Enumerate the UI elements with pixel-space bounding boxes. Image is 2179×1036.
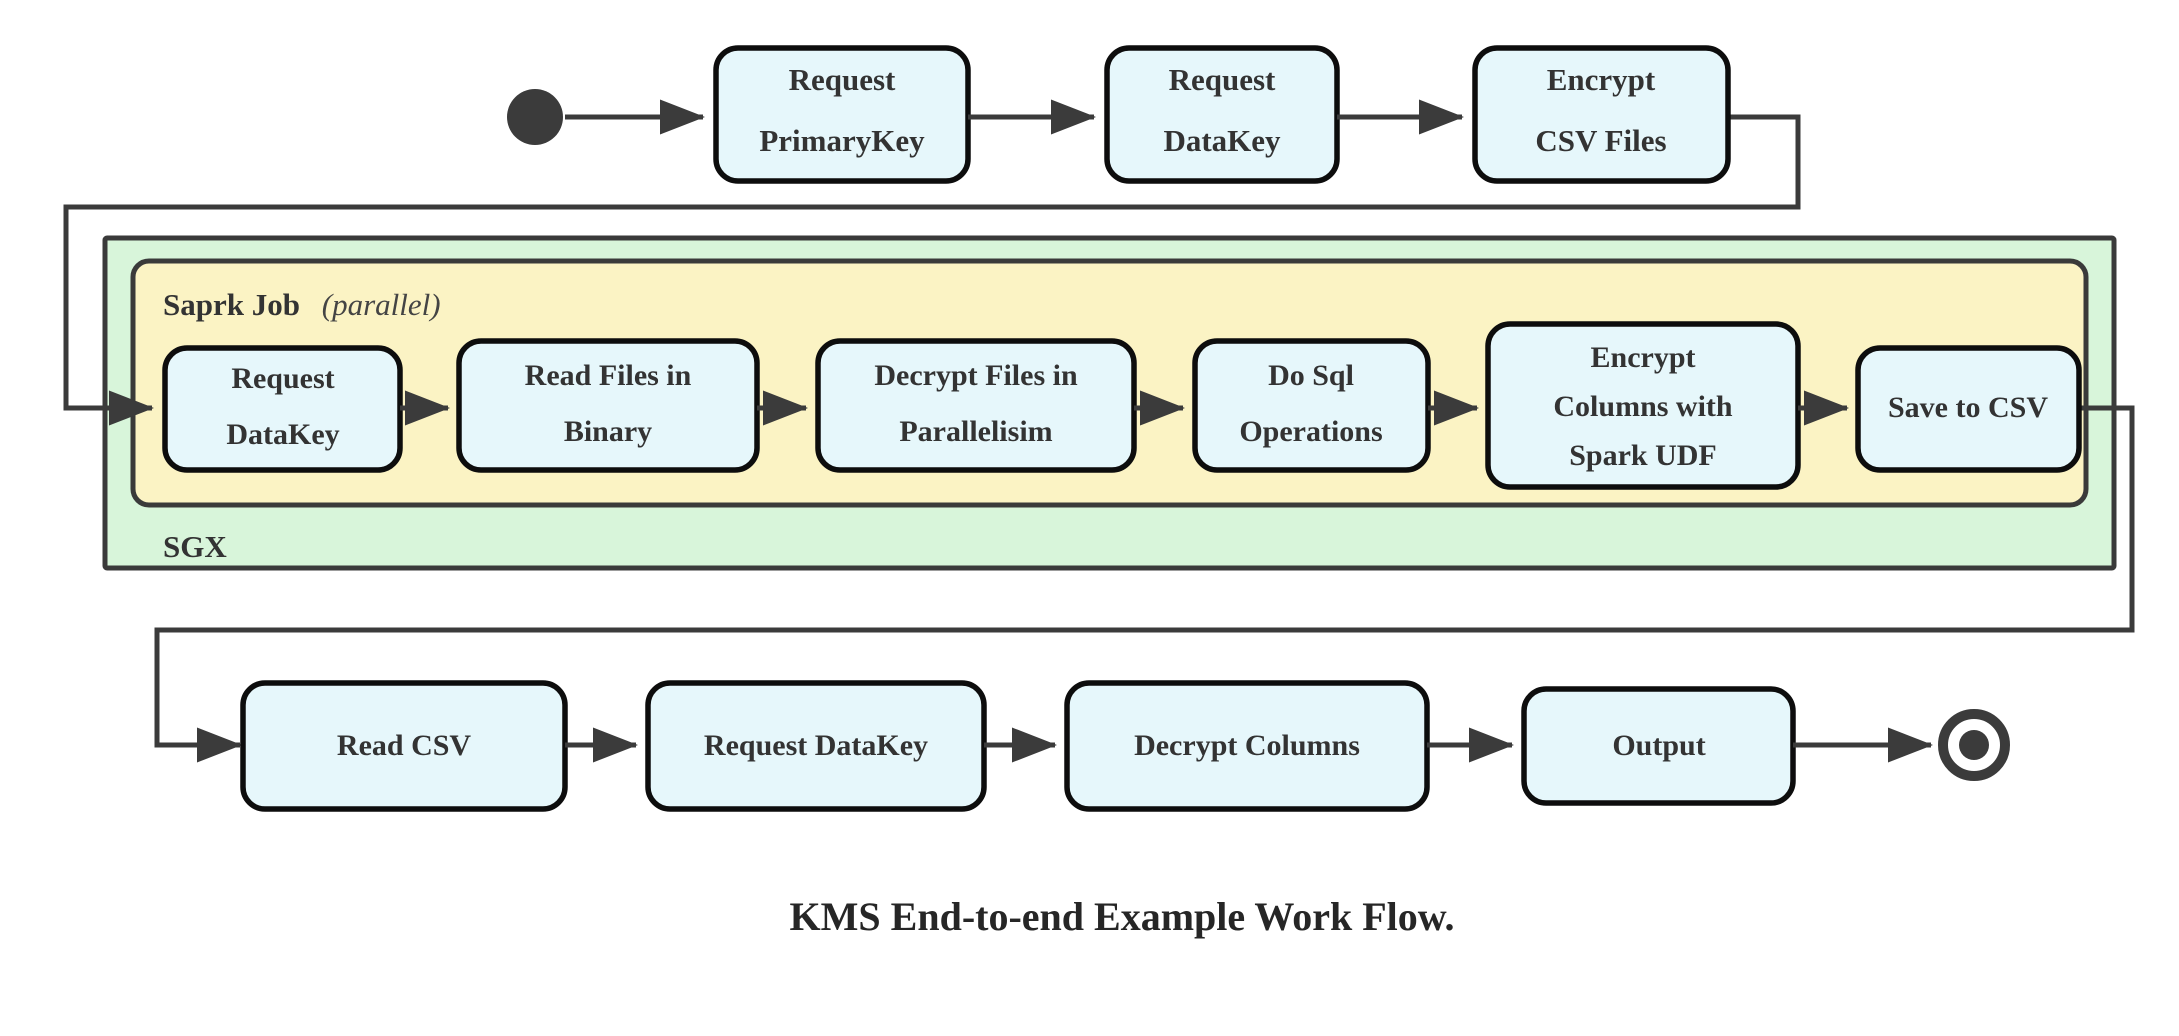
spark-job-paren-close: ): [428, 287, 440, 322]
edge-save-csv-to-read-csv: [154, 405, 2135, 763]
spark-job-title-text: Saprk Job: [163, 287, 300, 322]
node-encrypt-columns-line-3: Spark UDF: [1569, 439, 1717, 472]
node-request-datakey-bottom[interactable]: Request DataKey: [645, 680, 987, 812]
node-save-to-csv[interactable]: Save to CSV: [1855, 345, 2082, 473]
node-request-primarykey[interactable]: Request PrimaryKey: [713, 45, 971, 184]
sgx-title: SGX: [163, 529, 227, 564]
node-decrypt-columns-line-1: Decrypt Columns: [1134, 729, 1360, 762]
edge-encrypt-csv-to-spark: [63, 114, 1801, 426]
node-output-line-1: Output: [1612, 729, 1705, 762]
end-node: [1938, 709, 2010, 781]
node-request-datakey-spark-line-1: Request: [231, 362, 334, 395]
node-do-sql-operations[interactable]: Do Sql Operations: [1192, 338, 1431, 473]
node-request-primarykey-line-1: Request: [789, 62, 896, 97]
spark-job-title: Saprk Job (parallel): [163, 287, 441, 322]
spark-job-annotation: parallel: [330, 287, 430, 322]
node-decrypt-files-in-parallelisim[interactable]: Decrypt Files in Parallelisim: [815, 338, 1137, 473]
node-request-datakey-spark[interactable]: Request DataKey: [162, 345, 403, 473]
node-request-datakey-top-line-1: Request: [1169, 62, 1276, 97]
node-encrypt-csv-files-line-2: CSV Files: [1535, 123, 1666, 158]
node-do-sql-operations-line-1: Do Sql: [1268, 359, 1354, 392]
end-node-inner-dot: [1959, 730, 1989, 760]
node-read-files-in-binary-line-1: Read Files in: [525, 359, 692, 392]
node-encrypt-csv-files[interactable]: Encrypt CSV Files: [1472, 45, 1731, 184]
node-request-primarykey-line-2: PrimaryKey: [759, 123, 925, 158]
node-read-files-in-binary-line-2: Binary: [564, 415, 652, 448]
node-encrypt-columns-with-spark-udf[interactable]: Encrypt Columns with Spark UDF: [1485, 321, 1801, 490]
node-read-files-in-binary[interactable]: Read Files in Binary: [456, 338, 760, 473]
start-node: [507, 89, 563, 145]
node-request-datakey-spark-line-2: DataKey: [226, 418, 339, 451]
node-save-to-csv-box[interactable]: [1855, 345, 2082, 473]
node-encrypt-columns-line-2: Columns with: [1553, 390, 1733, 423]
node-request-datakey-top-line-2: DataKey: [1163, 123, 1281, 158]
node-decrypt-columns[interactable]: Decrypt Columns: [1064, 680, 1430, 812]
node-decrypt-files-in-parallelisim-line-1: Decrypt Files in: [874, 359, 1078, 392]
node-read-csv[interactable]: Read CSV: [240, 680, 568, 812]
node-do-sql-operations-line-2: Operations: [1239, 415, 1382, 448]
spark-job-paren-open: (: [322, 287, 334, 322]
node-read-csv-line-1: Read CSV: [337, 729, 472, 762]
node-output[interactable]: Output: [1521, 686, 1796, 806]
node-save-to-csv-line-1: Save to CSV: [1888, 391, 2048, 424]
node-encrypt-csv-files-box[interactable]: [1472, 45, 1731, 184]
node-encrypt-csv-files-line-1: Encrypt: [1547, 62, 1656, 97]
node-request-datakey-bottom-line-1: Request DataKey: [704, 729, 928, 762]
node-decrypt-files-in-parallelisim-line-2: Parallelisim: [899, 415, 1052, 448]
node-request-datakey-top[interactable]: Request DataKey: [1104, 45, 1340, 184]
end-node-outer-ring: [1938, 709, 2010, 781]
diagram-caption: KMS End-to-end Example Work Flow.: [790, 894, 1455, 939]
node-encrypt-columns-line-1: Encrypt: [1591, 341, 1696, 374]
